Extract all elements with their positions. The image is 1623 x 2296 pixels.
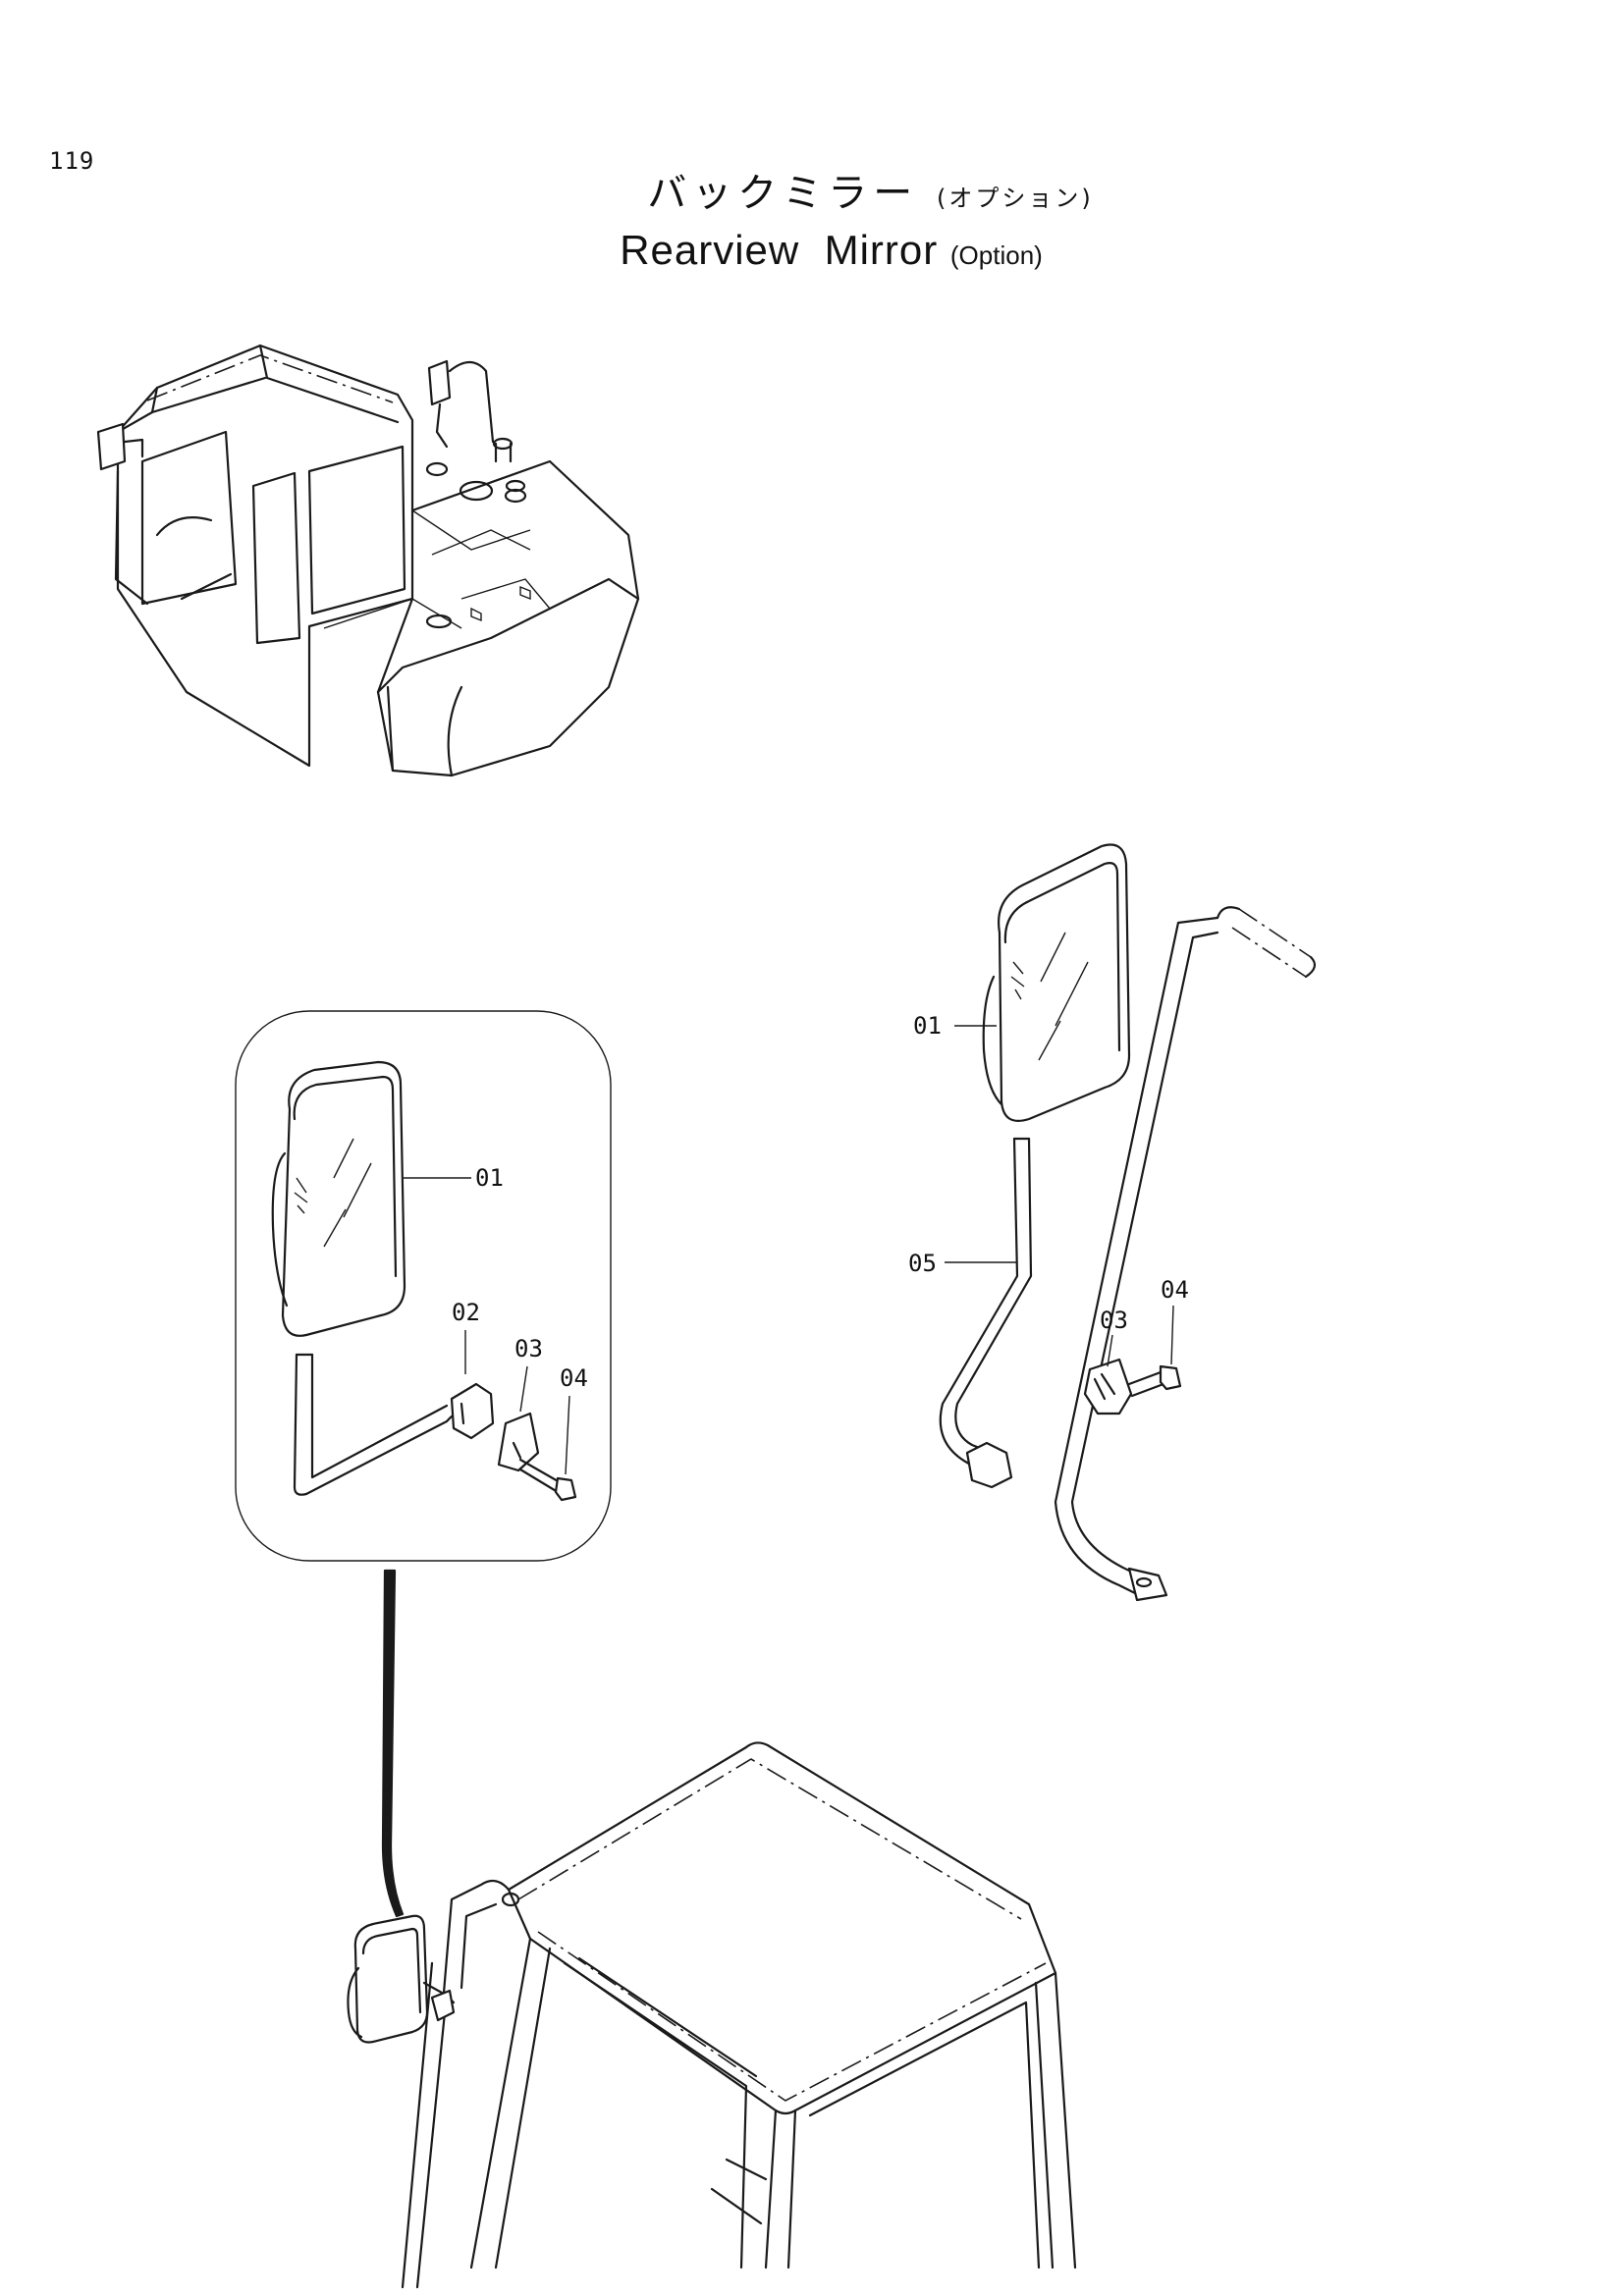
- detail-inset-frame: [235, 1010, 612, 1562]
- title-japanese: バックミラー (オプション): [0, 169, 1623, 223]
- title-ja-sub: (オプション): [936, 185, 1094, 212]
- leader-03-left: [519, 1365, 528, 1413]
- callout-02: 02: [452, 1299, 480, 1326]
- callout-01-left: 01: [475, 1164, 504, 1192]
- leader-04-left: [565, 1395, 570, 1475]
- overview-cab-illustration: [96, 344, 640, 777]
- stay-05: [939, 1137, 1019, 1479]
- leader-04-right: [1170, 1305, 1174, 1365]
- bracket-02: [450, 1382, 495, 1440]
- callout-03-left: 03: [514, 1335, 543, 1362]
- bolt-04-right: [1159, 1364, 1182, 1391]
- installed-cab-illustration: [347, 1741, 1077, 2289]
- mirror-01-right: [998, 843, 1131, 1122]
- callout-03-right: 03: [1100, 1307, 1128, 1334]
- bolt-04: [554, 1476, 577, 1502]
- page-number: 119: [49, 147, 95, 175]
- title-en-sub: (Option): [949, 240, 1043, 270]
- detail-left-inset: 01 02 03 04: [235, 1010, 612, 1562]
- callout-04-left: 04: [560, 1364, 588, 1392]
- title-ja-main: バックミラー: [647, 171, 919, 216]
- title-en-main: Rearview Mirror: [620, 227, 939, 273]
- title-english: Rearview Mirror (Option): [0, 223, 1623, 283]
- detail-pointer-line: [381, 1569, 405, 1918]
- callout-01-right: 01: [913, 1012, 942, 1040]
- callout-04-right: 04: [1161, 1276, 1189, 1304]
- cap-03: [497, 1412, 540, 1472]
- cap-03-right: [1083, 1358, 1133, 1415]
- page-title: バックミラー (オプション) Rearview Mirror (Option): [0, 169, 1623, 283]
- detail-right: 01 05 03 04: [908, 843, 1317, 1602]
- mirror-01: [281, 1060, 406, 1337]
- leader-03-right: [1107, 1334, 1113, 1367]
- callout-05: 05: [908, 1250, 937, 1277]
